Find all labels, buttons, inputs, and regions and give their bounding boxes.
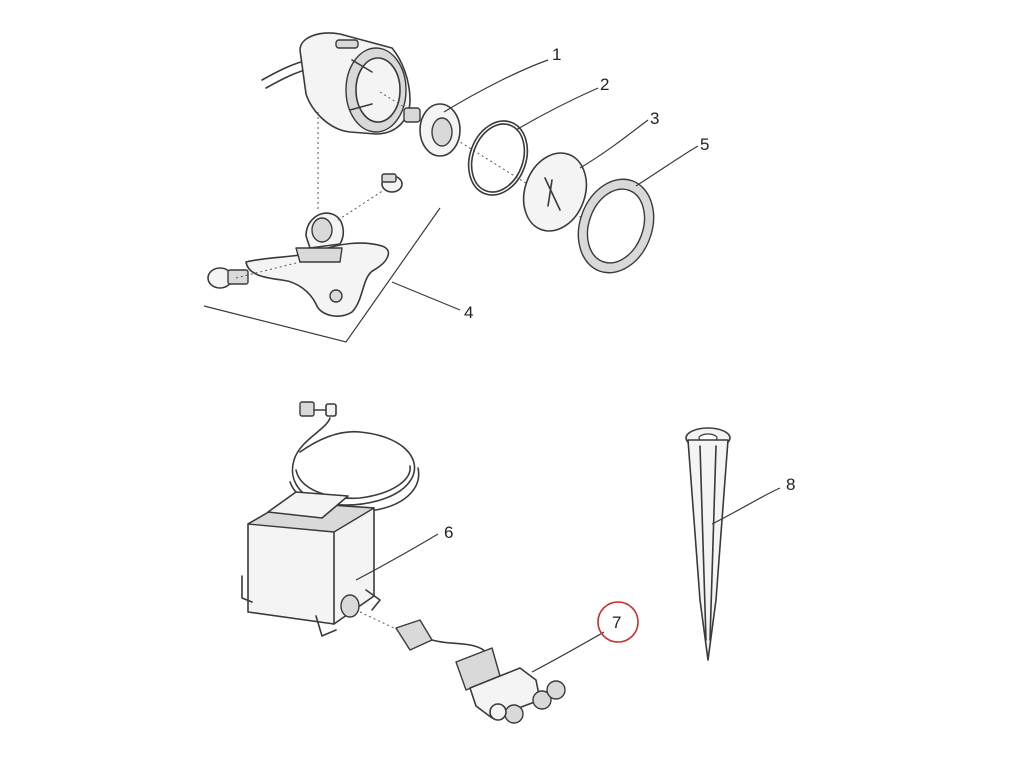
transformer (241, 491, 381, 637)
front-ring (577, 178, 655, 274)
label-3: 3 (650, 109, 659, 128)
mounting-bracket (245, 212, 390, 317)
ground-stake (685, 427, 731, 661)
label-4: 4 (464, 303, 473, 322)
seal-ring (467, 120, 529, 196)
label-1: 1 (552, 45, 561, 64)
lamp-housing (261, 32, 411, 135)
bulb (403, 103, 461, 157)
connector-splitter (359, 611, 566, 724)
label-5: 5 (700, 135, 709, 154)
knob-screw (207, 267, 249, 289)
label-8: 8 (786, 475, 795, 494)
bolt (381, 173, 403, 193)
label-7: 7 (612, 613, 621, 632)
label-6: 6 (444, 523, 453, 542)
label-2: 2 (600, 75, 609, 94)
label-7-highlight (597, 601, 639, 643)
lens-glass (522, 152, 588, 232)
